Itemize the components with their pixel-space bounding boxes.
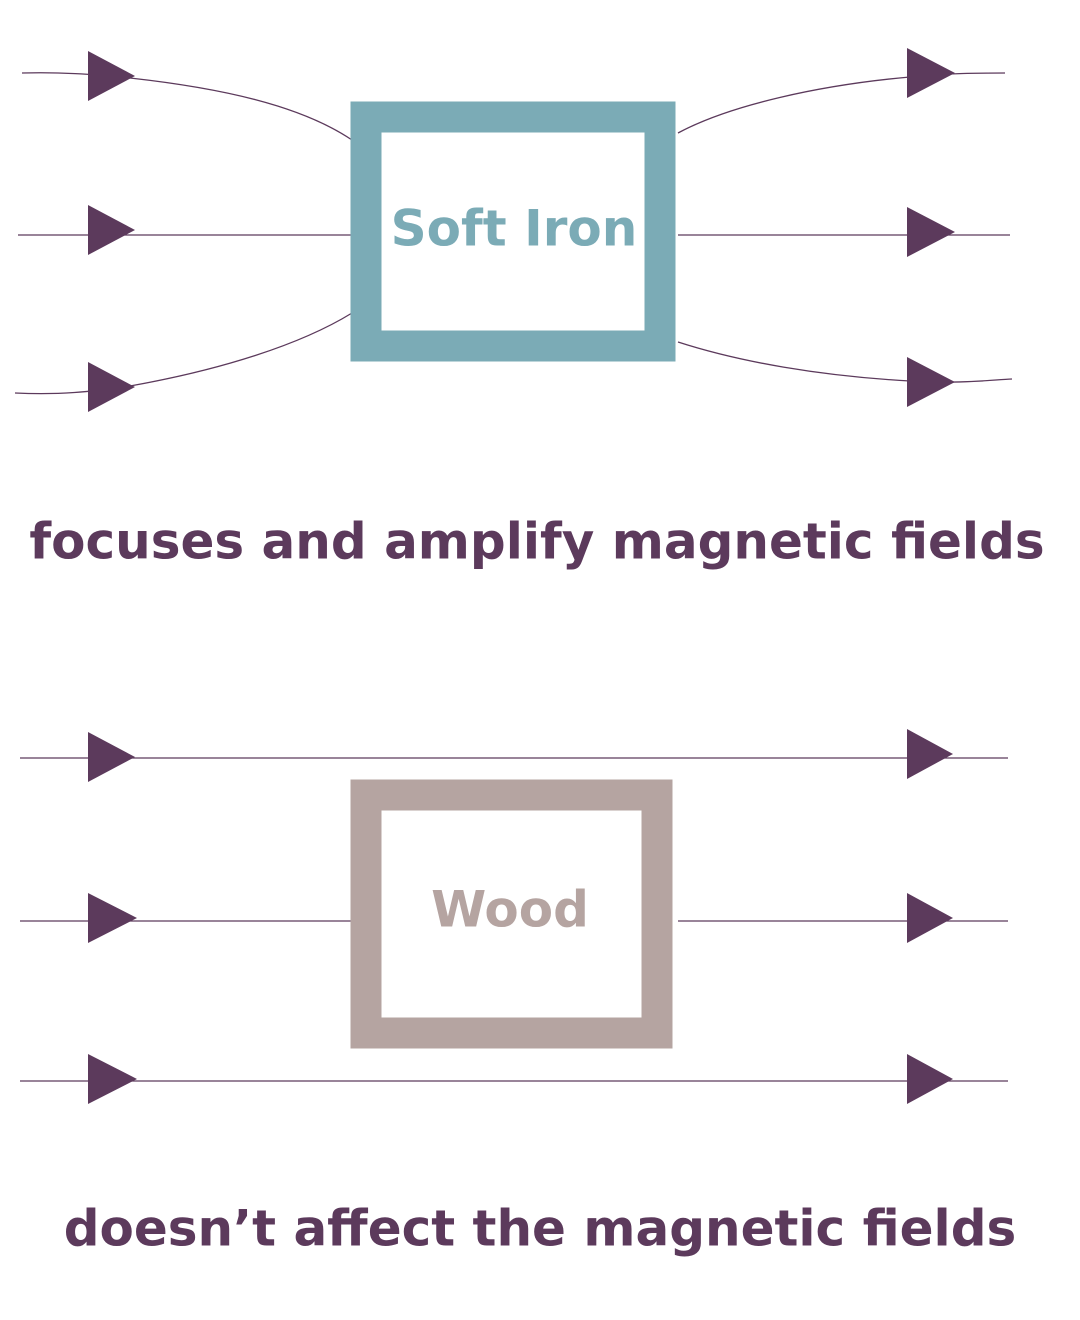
arrow-head [907, 48, 955, 98]
wood-block [350, 779, 673, 1049]
arrow-head [88, 362, 135, 412]
arrow-head [88, 51, 135, 101]
arrow-head [907, 207, 955, 257]
field-line-top-left [21, 72, 353, 141]
arrow-head [88, 732, 135, 782]
wood-label: Wood [431, 881, 589, 939]
wood-caption: doesn’t affect the magnetic fields [64, 1200, 1017, 1258]
soft-iron-block [350, 101, 676, 362]
wood-panel: Wood doesn’t affect the magnetic fields [20, 729, 1016, 1258]
arrow-head [907, 1054, 953, 1104]
field-line-bottom-right [677, 341, 1013, 383]
soft-iron-panel: Soft Iron focuses and amplify magnetic f… [14, 48, 1045, 571]
arrow-head [907, 729, 953, 779]
arrow-head [88, 1054, 137, 1104]
soft-iron-caption: focuses and amplify magnetic fields [29, 513, 1044, 571]
arrow-head [88, 893, 137, 943]
arrow-head [88, 205, 135, 255]
arrow-head [907, 893, 953, 943]
field-line-bottom-left [14, 312, 353, 395]
arrow-head [907, 357, 955, 407]
field-line-top-right [677, 72, 1006, 134]
soft-iron-label: Soft Iron [391, 200, 638, 258]
